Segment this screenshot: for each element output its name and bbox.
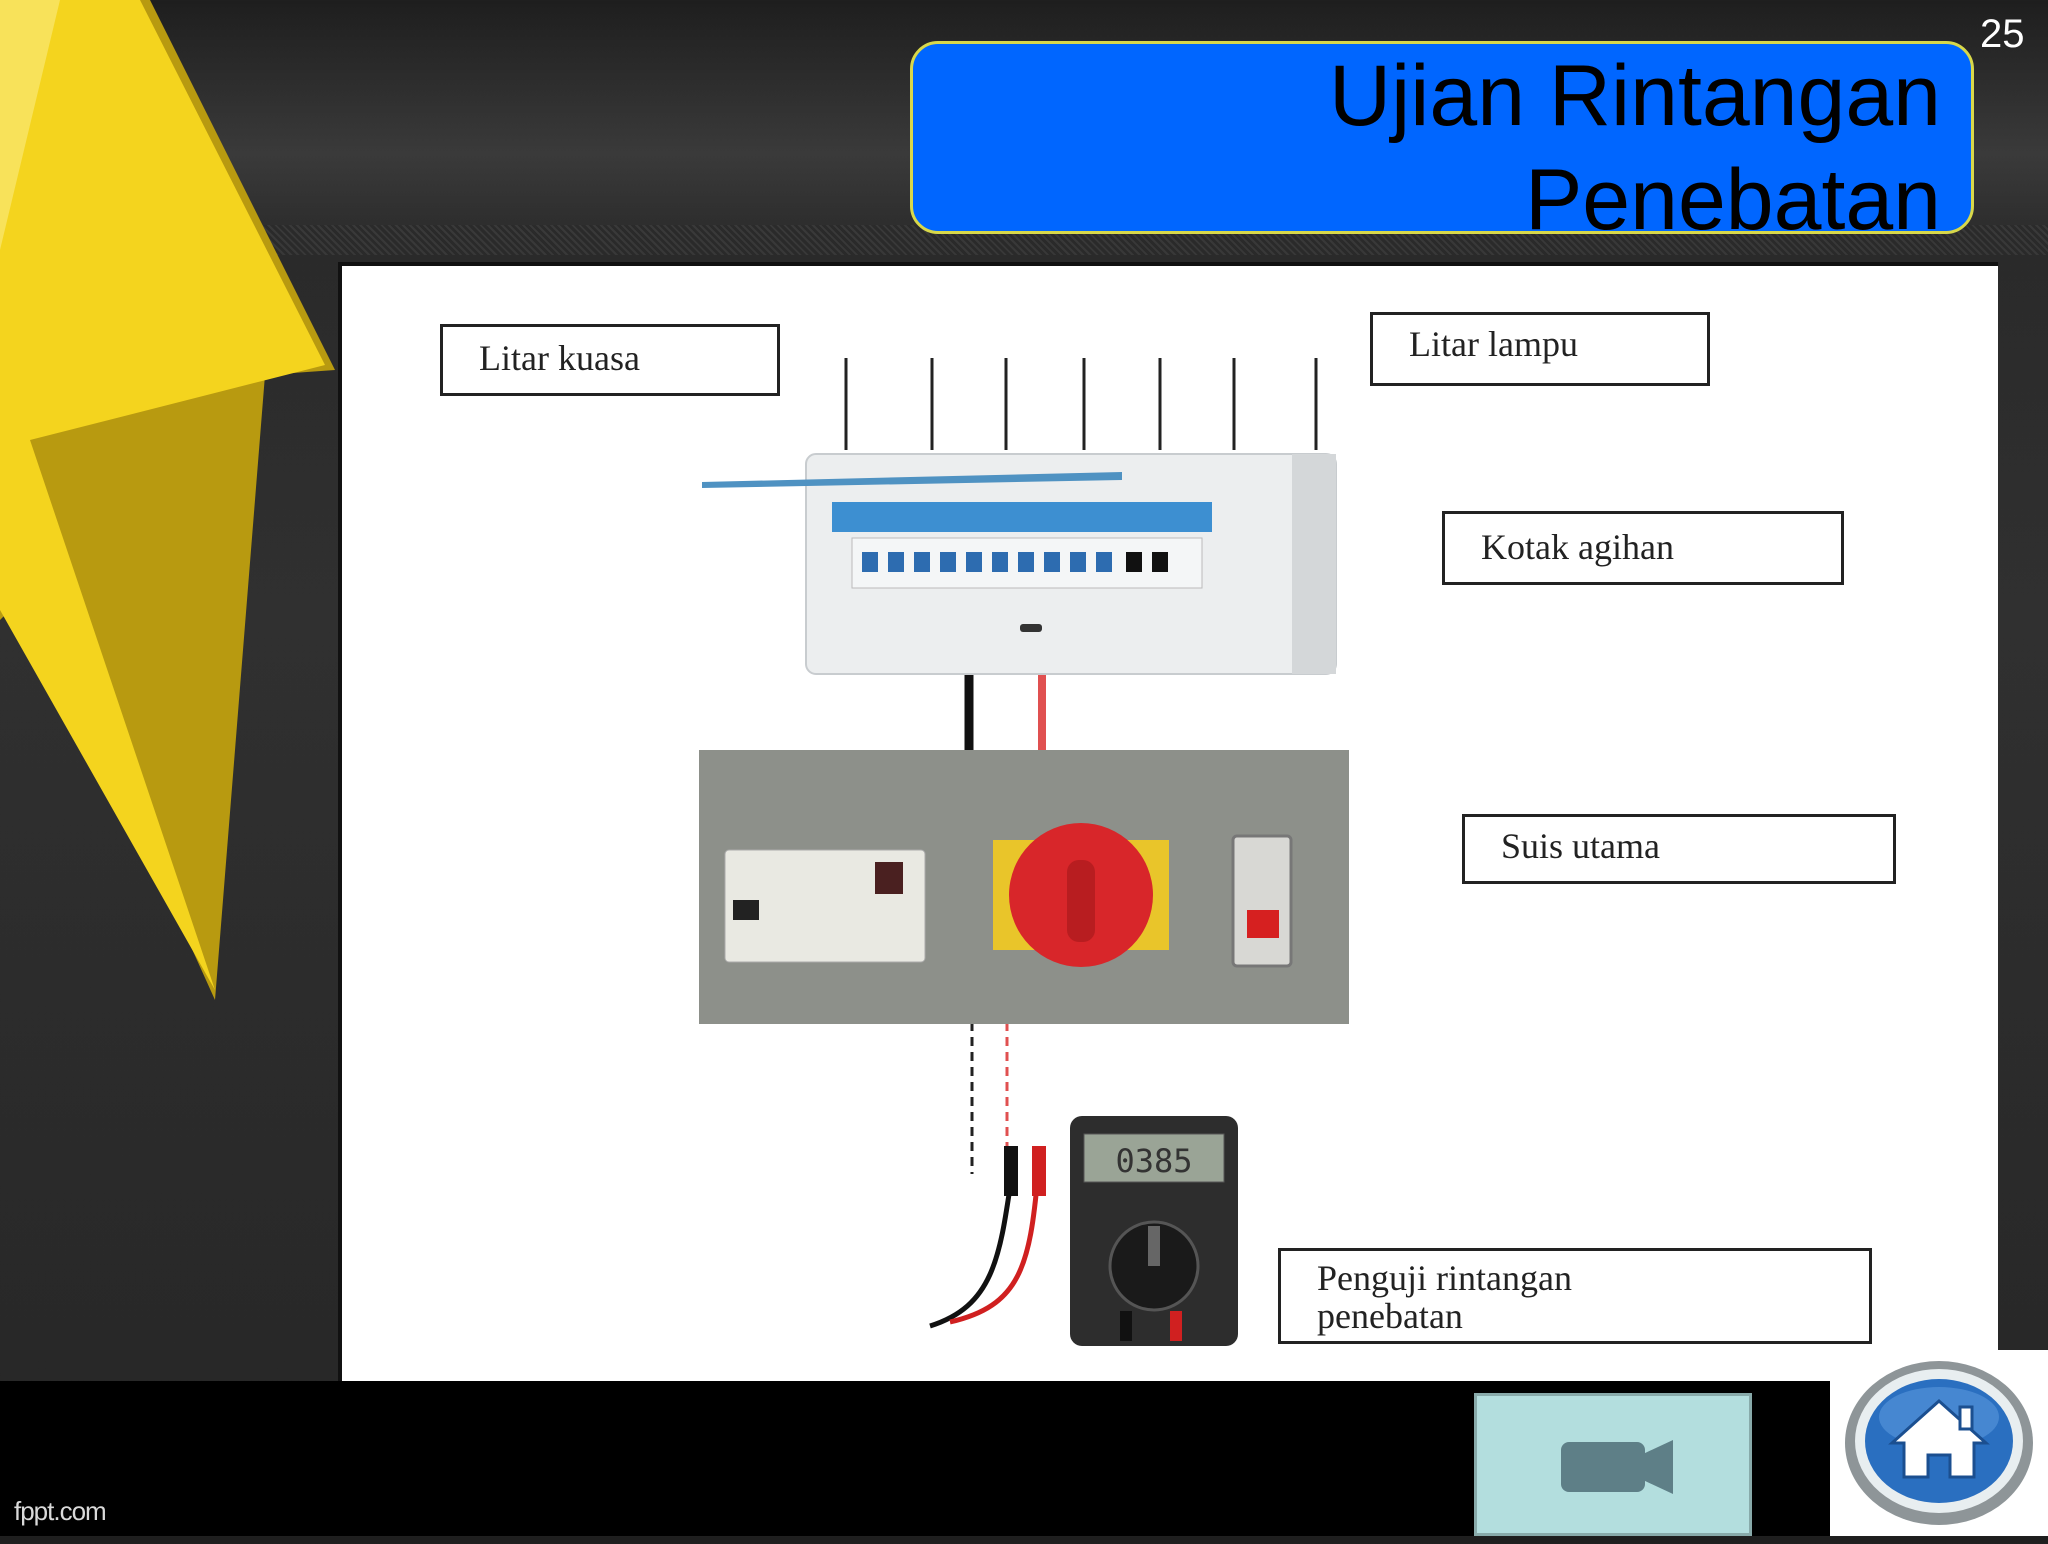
meter-reading: 0385	[1115, 1142, 1192, 1180]
brand-logo-text: fppt.com	[14, 1496, 107, 1526]
home-icon	[1888, 1398, 1990, 1479]
label-main-switch: Suis utama	[1462, 814, 1896, 884]
video-camera-icon	[1561, 1440, 1673, 1494]
title-line-2: Penebatan	[1524, 152, 1941, 248]
video-button[interactable]	[1474, 1393, 1752, 1536]
insulation-tester-illustration: 0385	[929, 1116, 1238, 1346]
label-distribution-box: Kotak agihan	[1442, 511, 1844, 585]
diagram-panel: Litar kuasa Litar lampu Kotak agihan Sui…	[338, 262, 1998, 1384]
distribution-box-illustration	[702, 453, 1337, 675]
slide-title: Ujian Rintangan Penebatan	[1329, 44, 1941, 252]
main-switch-illustration	[699, 750, 1349, 1024]
label-lamp-circuit: Litar lampu	[1370, 312, 1710, 386]
title-box: Ujian Rintangan Penebatan	[910, 41, 1974, 248]
label-tester-line-2: penebatan	[1317, 1296, 1463, 1336]
label-tester-line-1: Penguji rintangan	[1317, 1258, 1572, 1298]
label-power-circuit: Litar kuasa	[440, 324, 780, 396]
home-button[interactable]	[1842, 1355, 2036, 1527]
lightning-bolt-decoration	[0, 0, 335, 1000]
slide-number: 25	[1980, 12, 2025, 56]
title-line-1: Ujian Rintangan	[1329, 48, 1941, 144]
label-insulation-tester: Penguji rintangan penebatan	[1278, 1248, 1872, 1344]
